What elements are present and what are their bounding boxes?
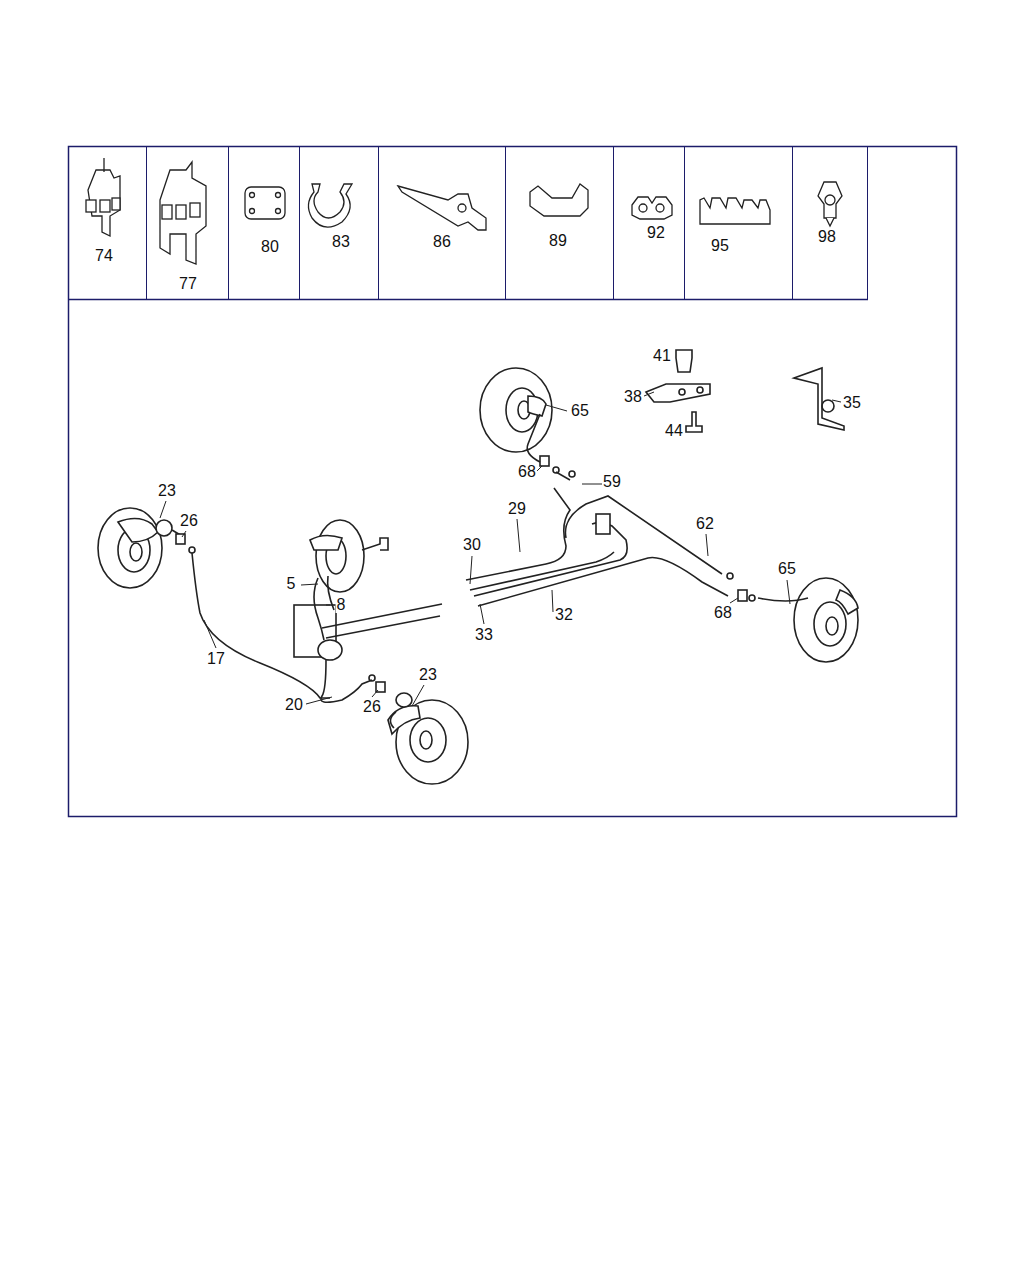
callout-number: 23 [418,667,438,683]
callout-number: 17 [206,651,226,667]
callout-number: 38 [623,389,643,405]
callout-number: 30 [462,537,482,553]
callout-number: 95 [710,238,730,254]
part-cell: 95 [685,147,793,299]
callout-number: 83 [331,234,351,250]
callout-number: 92 [646,225,666,241]
callout-number: 65 [777,561,797,577]
part-cell: 77 [147,147,229,299]
callout-number: 80 [260,239,280,255]
callout-number: 86 [432,234,452,250]
part-cell: 83 [300,147,379,299]
callout-number: 26 [179,513,199,529]
part-cell: 98 [793,147,868,299]
callout-number: 74 [94,248,114,264]
callout-number: 23 [157,483,177,499]
part-cell: 86 [379,147,506,299]
callout-number: 44 [664,423,684,439]
callout-number: 26 [362,699,382,715]
callout-number: 77 [178,276,198,292]
callout-number: 8 [336,597,347,613]
part-cell: 92 [614,147,685,299]
part-cell: 74 [68,147,147,299]
callout-number: 68 [517,464,537,480]
callout-number: 33 [474,627,494,643]
callout-number: 20 [284,697,304,713]
callout-number: 62 [695,516,715,532]
callout-number: 89 [548,233,568,249]
callout-number: 65 [570,403,590,419]
callout-number: 98 [817,229,837,245]
callout-number: 29 [507,501,527,517]
part-cell: 80 [229,147,300,299]
callout-number: 5 [286,576,297,592]
callout-number: 35 [842,395,862,411]
callout-number: 59 [602,474,622,490]
callout-number: 41 [652,348,672,364]
callout-number: 68 [713,605,733,621]
callout-number: 32 [554,607,574,623]
part-cell: 89 [506,147,614,299]
